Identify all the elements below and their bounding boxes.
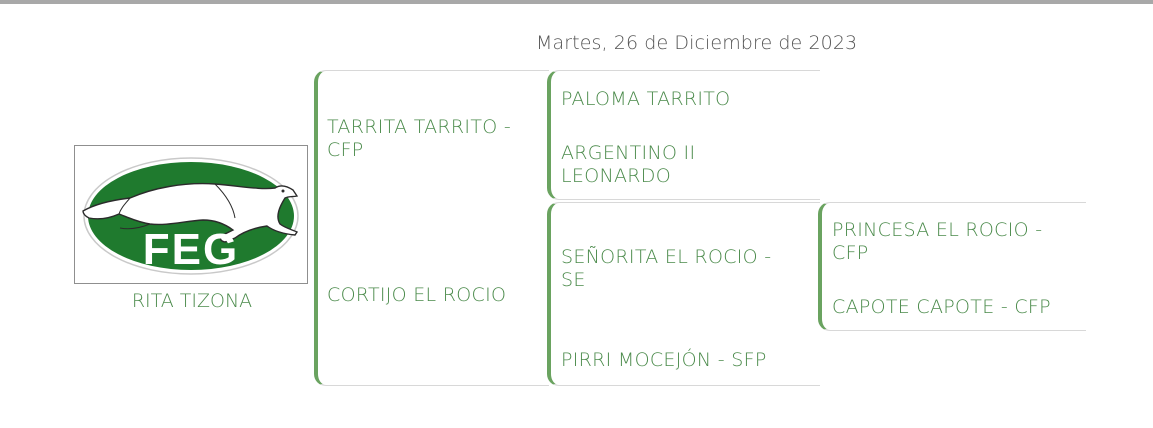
parents-bracket bbox=[314, 70, 549, 386]
top-rule bbox=[0, 0, 1153, 4]
svg-text:FEG: FEG bbox=[143, 225, 239, 274]
maternal-grandmother-name: PALOMA TARRITO bbox=[561, 88, 731, 110]
greyhound-icon: FEG bbox=[82, 157, 299, 275]
maternal-grandfather-name: ARGENTINO II LEONARDO bbox=[561, 142, 696, 187]
great-grandparents-bracket bbox=[818, 202, 1086, 331]
paternal-grandparents-bracket bbox=[547, 202, 820, 386]
maternal-grandparents-bracket bbox=[547, 70, 820, 200]
dog-name: RITA TIZONA bbox=[131, 290, 253, 312]
feg-logo: FEG bbox=[74, 145, 308, 284]
paternal-grandmother-name: SEÑORITA EL ROCIO - SE bbox=[561, 246, 772, 291]
great-grandmother-name: PRINCESA EL ROCIO - CFP bbox=[832, 219, 1043, 264]
paternal-grandfather-name: PIRRI MOCEJÓN - SFP bbox=[561, 349, 767, 371]
date-label: Martes, 26 de Diciembre de 2023 bbox=[536, 32, 858, 54]
great-grandfather-name: CAPOTE CAPOTE - CFP bbox=[832, 296, 1051, 318]
father-name: CORTIJO EL ROCIO bbox=[327, 284, 507, 306]
mother-name: TARRITA TARRITO - CFP bbox=[327, 116, 511, 161]
